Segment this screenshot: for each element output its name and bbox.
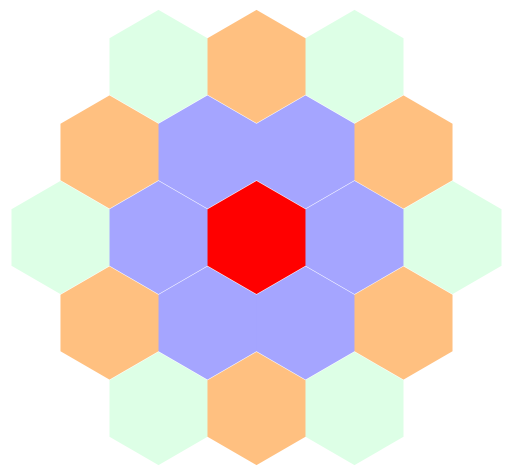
hex-cell-outer-7[interactable] — [207, 351, 306, 466]
hex-cell-inner-4[interactable] — [158, 266, 257, 380]
hex-cell-outer-6[interactable] — [109, 351, 208, 466]
hex-cell-inner-2[interactable] — [158, 95, 257, 209]
hex-cell-inner-5[interactable] — [256, 266, 355, 380]
hex-cell-outer-5[interactable] — [60, 266, 159, 380]
hex-cell-outer-3[interactable] — [60, 95, 159, 209]
hex-cell-outer-8[interactable] — [305, 351, 404, 466]
hex-cell-center[interactable] — [207, 180, 306, 295]
hex-cell-outer-11[interactable] — [354, 95, 453, 209]
hex-cell-outer-1[interactable] — [207, 9, 306, 124]
hex-cell-outer-10[interactable] — [403, 180, 502, 295]
hex-cell-inner-0[interactable] — [305, 180, 404, 295]
hex-cell-inner-3[interactable] — [109, 180, 208, 295]
hex-cell-inner-1[interactable] — [256, 95, 355, 209]
hex-cell-outer-4[interactable] — [11, 180, 110, 295]
hex-cells — [11, 9, 502, 466]
hex-cell-outer-0[interactable] — [305, 9, 404, 124]
hex-cell-outer-2[interactable] — [109, 9, 208, 124]
hex-cell-outer-9[interactable] — [354, 266, 453, 380]
